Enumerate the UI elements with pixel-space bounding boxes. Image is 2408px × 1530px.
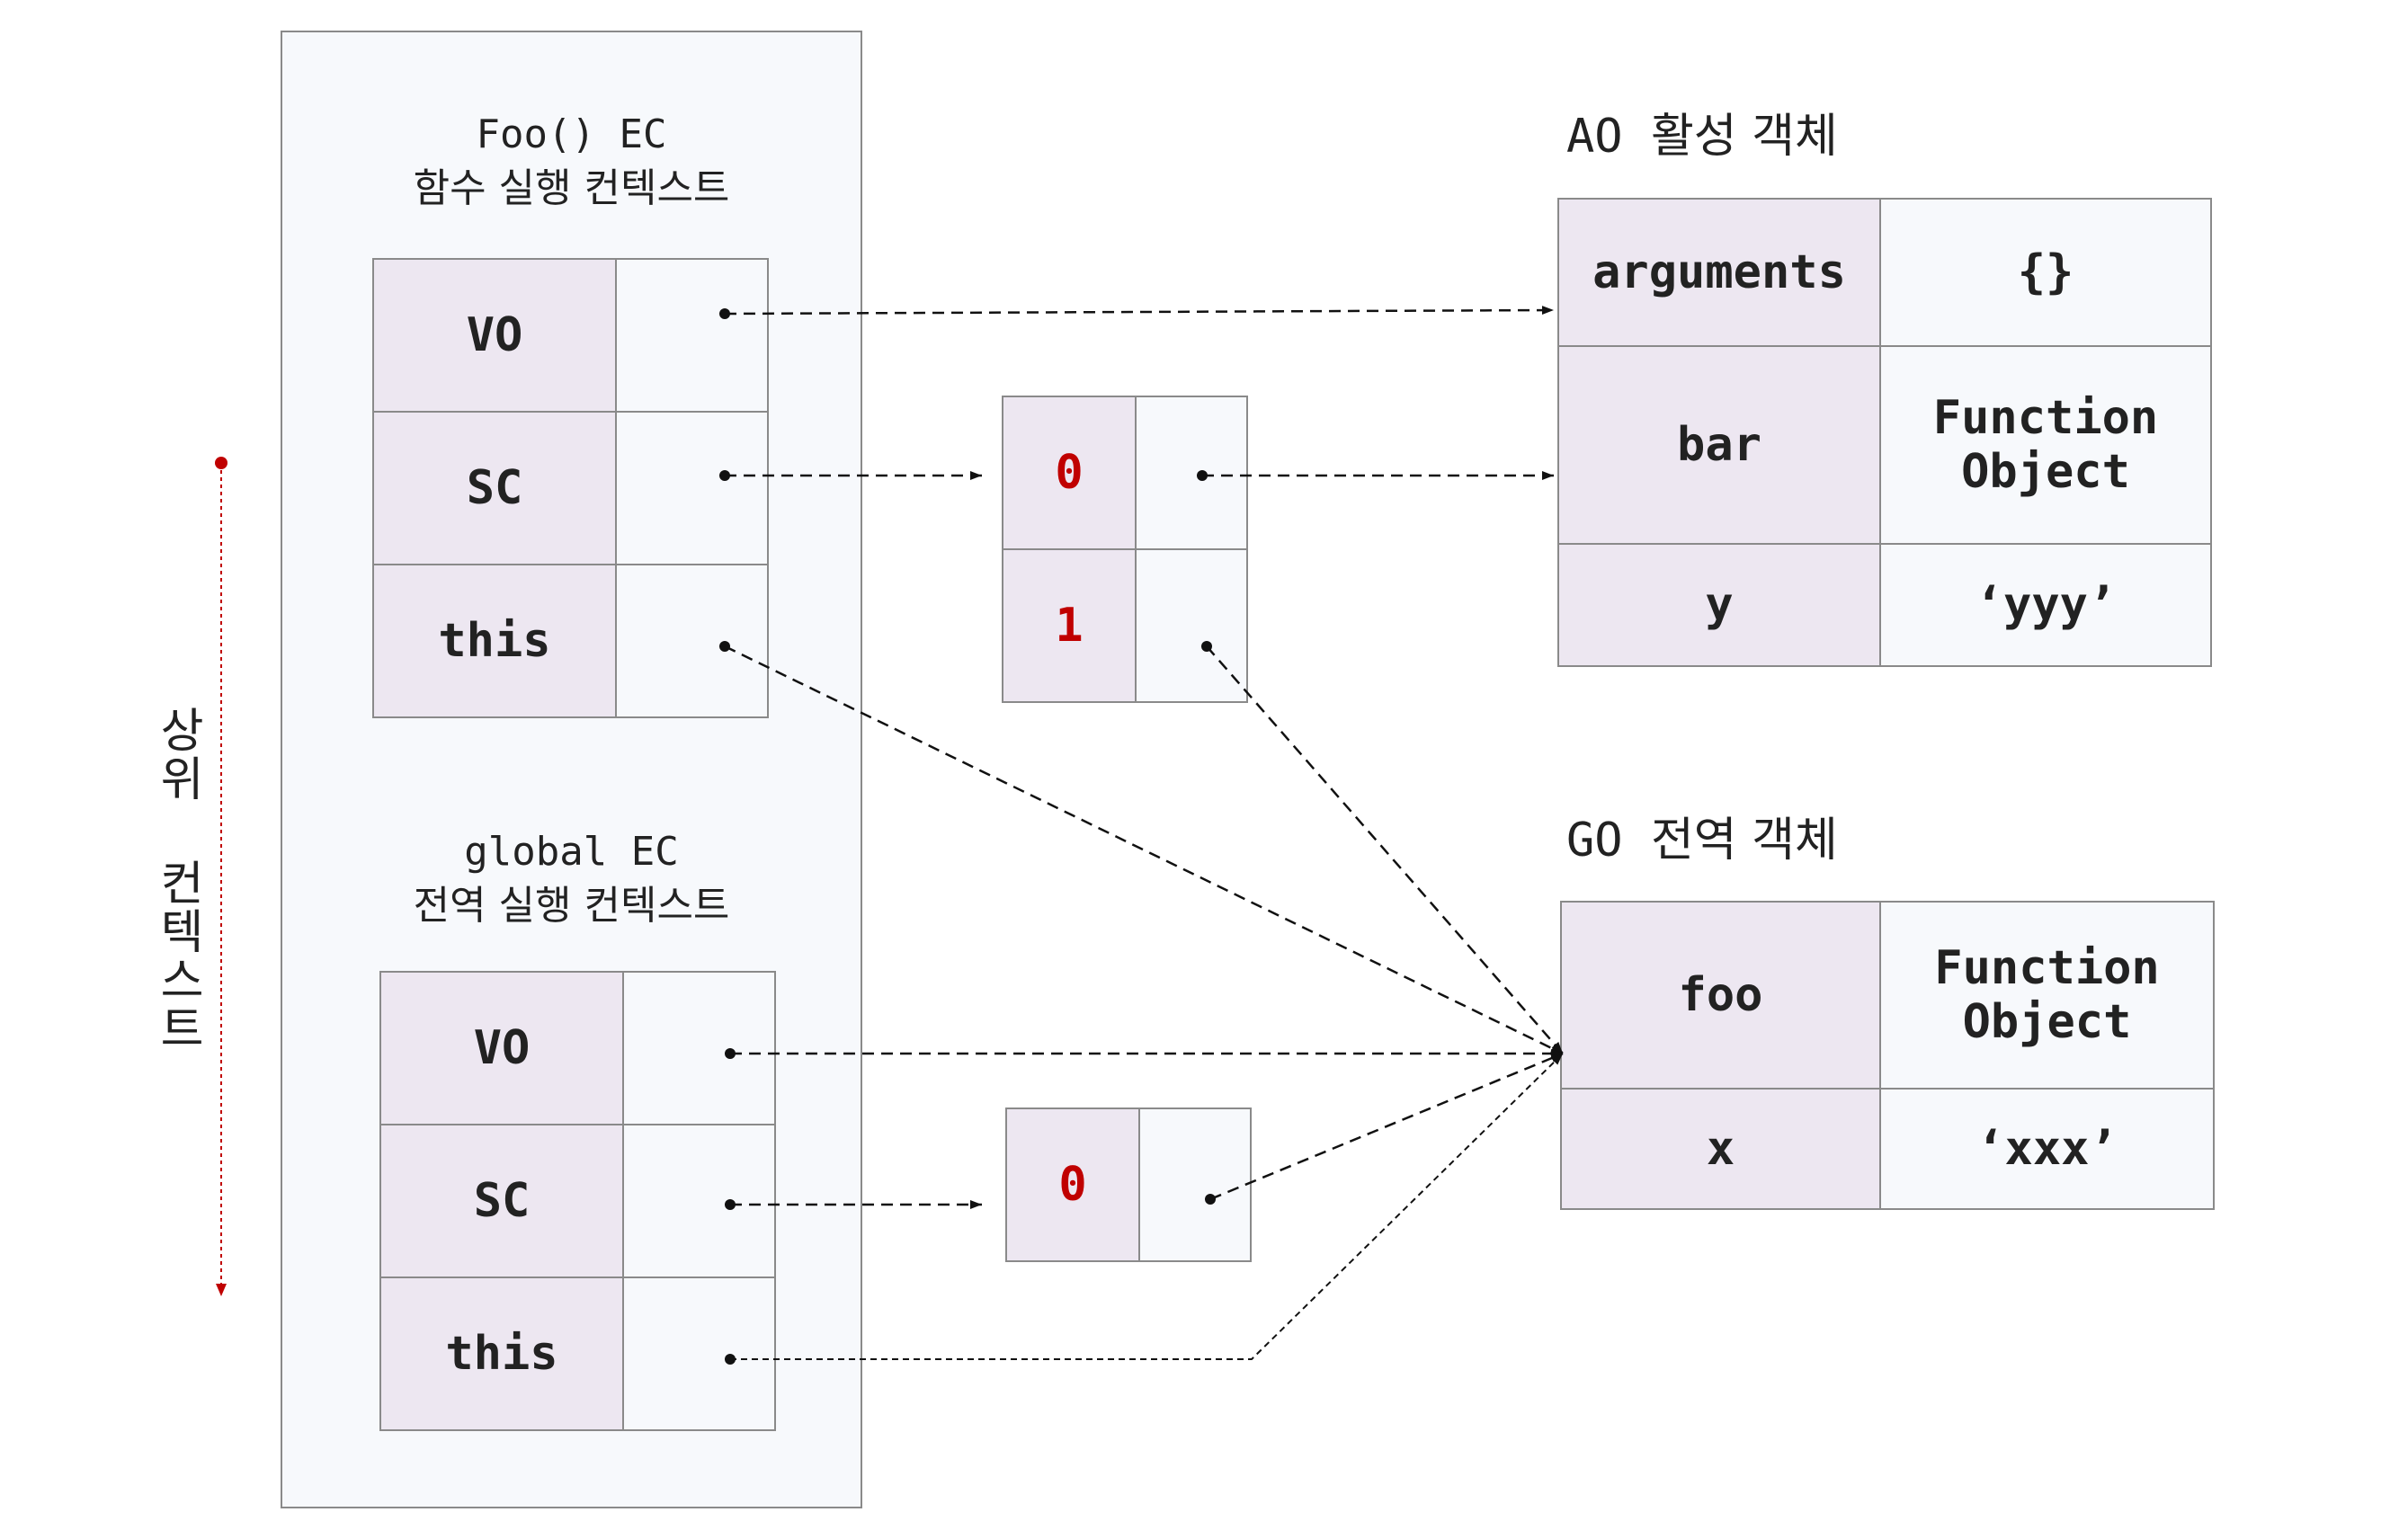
go-heading: GO 전역 객체: [1566, 814, 1838, 867]
foo-ec-sc-value: [615, 411, 769, 565]
global-vo-pointer: [725, 1048, 736, 1059]
go-row-value: Function Object: [1879, 901, 2215, 1090]
foo-sc1-arrow: [1206, 645, 1564, 1054]
ao-row-key: y: [1557, 543, 1881, 667]
global-ec-title-code: global EC: [464, 829, 679, 875]
global-ec-subtitle: 전역 실행 컨텍스트: [413, 883, 730, 929]
foo-scope-chain-index-1: 1: [1002, 548, 1137, 703]
global-sc0-arrow: [1209, 1052, 1564, 1201]
global-ec-this-key: this: [379, 1276, 624, 1431]
foo-ec-vo-value: [615, 258, 769, 413]
ao-row-value: ‘yyy’: [1879, 543, 2212, 667]
foo-ec-sc-key: SC: [372, 411, 617, 565]
foo-vo-pointer: [719, 308, 730, 319]
global-ec-vo-key: VO: [379, 971, 624, 1125]
global-ec-this-value: [622, 1276, 776, 1431]
global-this-pointer: [725, 1354, 736, 1365]
foo-this-pointer: [719, 641, 730, 652]
foo-scope-chain-slot-1: [1135, 548, 1248, 703]
global-ec-sc-value: [622, 1124, 776, 1278]
global-this-arrow: [730, 1053, 1564, 1360]
go-heading-label: 전역 객체: [1650, 814, 1838, 867]
global-ec-vo-value: [622, 971, 776, 1125]
global-sc0-pointer: [1205, 1194, 1216, 1205]
foo-sc0-pointer: [1197, 470, 1208, 481]
side-label: 상위 컨텍스트: [150, 706, 204, 1053]
ao-row-value: {}: [1879, 198, 2212, 347]
global-ec-title: global EC 전역 실행 컨텍스트: [281, 825, 862, 933]
foo-this-arrow: [724, 645, 1564, 1055]
global-ec-sc-key: SC: [379, 1124, 624, 1278]
go-heading-code: GO: [1566, 814, 1623, 867]
foo-sc1-pointer: [1201, 641, 1212, 652]
ao-heading: AO 활성 객체: [1566, 110, 1838, 164]
ao-heading-code: AO: [1566, 110, 1623, 164]
foo-scope-chain-index-0: 0: [1002, 396, 1137, 550]
foo-ec-title: Foo() EC 함수 실행 컨텍스트: [281, 108, 862, 216]
global-sc-pointer: [725, 1199, 736, 1210]
go-row-value: ‘xxx’: [1879, 1088, 2215, 1210]
ao-row-value: Function Object: [1879, 345, 2212, 545]
ao-heading-label: 활성 객체: [1650, 110, 1838, 164]
foo-vo-arrow: [724, 306, 1555, 316]
global-scope-chain-index-0: 0: [1005, 1107, 1140, 1262]
foo-ec-this-key: this: [372, 564, 617, 718]
foo-ec-this-value: [615, 564, 769, 718]
foo-sc-pointer: [719, 470, 730, 481]
global-scope-chain-slot-0: [1138, 1107, 1252, 1262]
go-row-key: x: [1560, 1088, 1881, 1210]
foo-ec-vo-key: VO: [372, 258, 617, 413]
foo-ec-title-code: Foo() EC: [476, 111, 667, 157]
foo-ec-subtitle: 함수 실행 컨텍스트: [413, 165, 730, 211]
foo-scope-chain-slot-0: [1135, 396, 1248, 550]
